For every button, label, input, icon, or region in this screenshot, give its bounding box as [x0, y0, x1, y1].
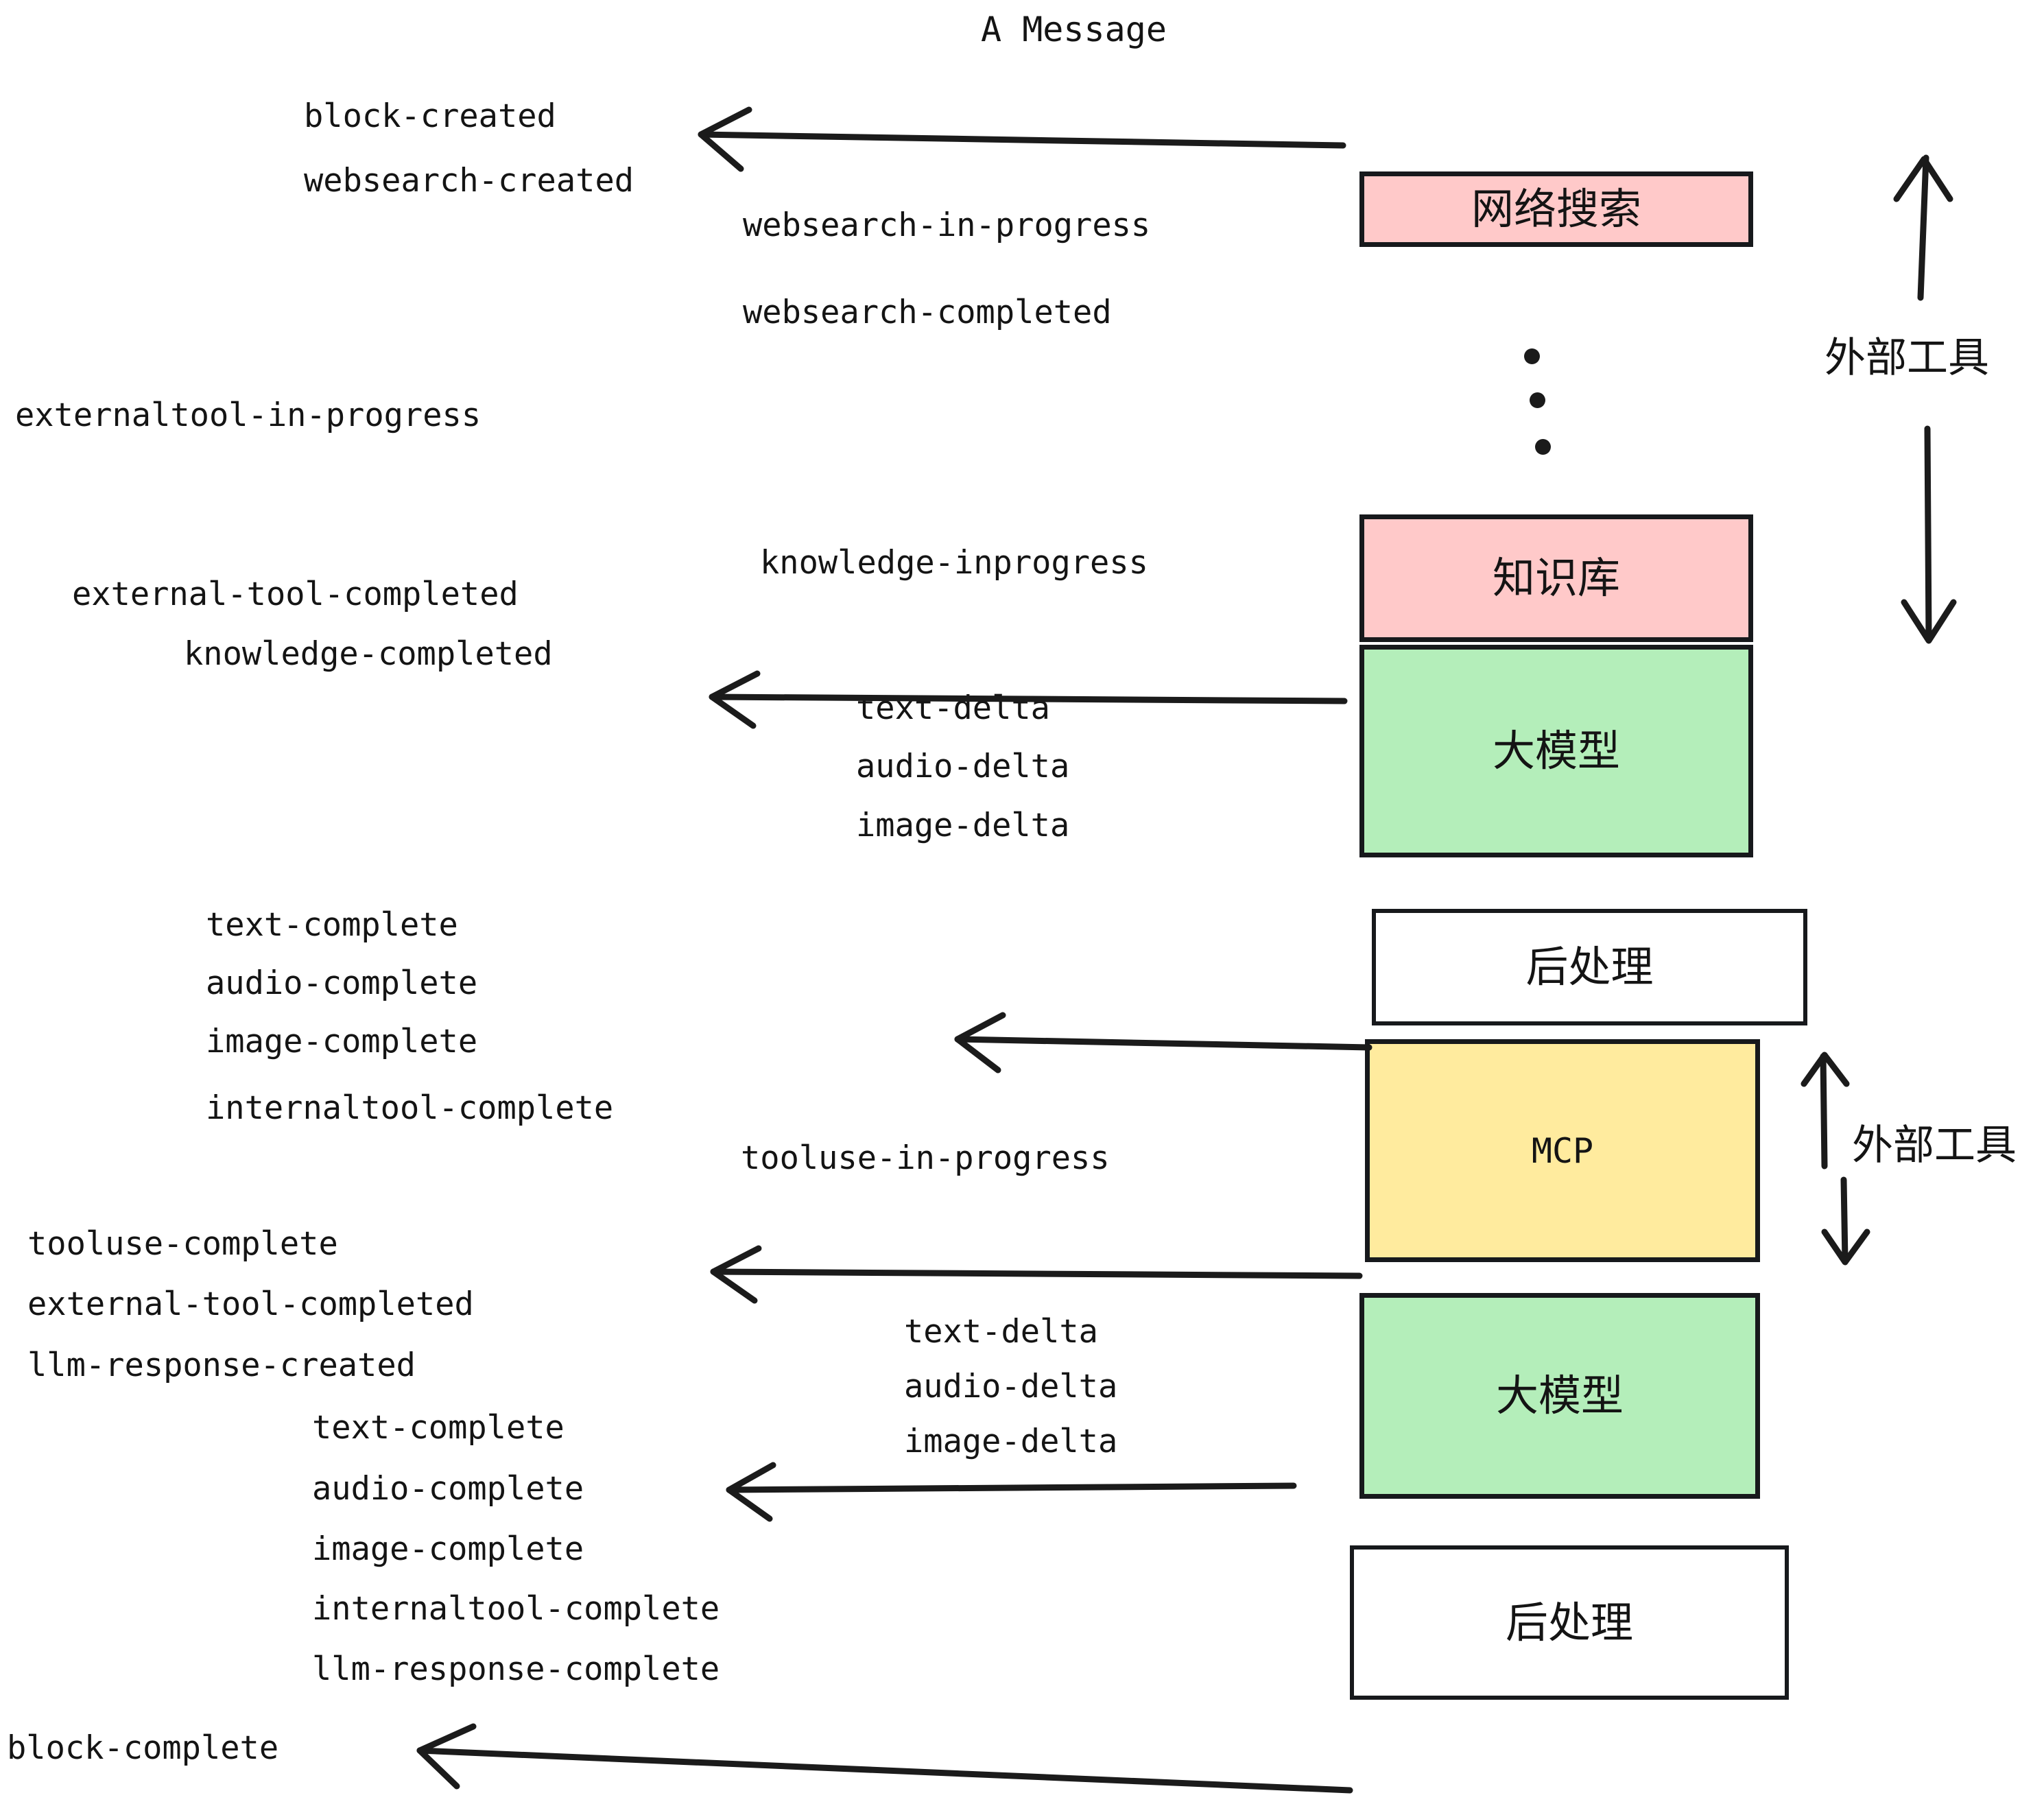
- event-image-complete-2: image-complete: [312, 1530, 584, 1568]
- arrow-tooluse-complete: [710, 1245, 1363, 1304]
- event-audio-complete-2: audio-complete: [312, 1470, 584, 1508]
- event-llm-response-created: llm-response-created: [27, 1346, 416, 1384]
- box-knowledge[interactable]: 知识库: [1359, 514, 1753, 642]
- box-post-bottom[interactable]: 后处理: [1350, 1545, 1789, 1700]
- event-block-complete: block-complete: [7, 1729, 279, 1767]
- box-llm-top-label: 大模型: [1492, 726, 1620, 776]
- event-knowledge-inprogress: knowledge-inprogress: [760, 544, 1148, 582]
- event-text-delta-1: text-delta: [856, 689, 1050, 727]
- event-tooluse-complete: tooluse-complete: [27, 1225, 338, 1263]
- arrow-external-tools-top-up: [1893, 154, 1953, 301]
- event-websearch-created: websearch-created: [304, 162, 634, 200]
- diagram-title: A Message: [981, 10, 1167, 49]
- event-image-complete-1: image-complete: [206, 1023, 478, 1060]
- arrow-block-created: [698, 106, 1346, 172]
- arrow-image-complete: [954, 1012, 1372, 1073]
- box-websearch[interactable]: 网络搜索: [1359, 171, 1753, 247]
- event-external-tool-completed-1: external-tool-completed: [72, 575, 519, 613]
- event-knowledge-completed: knowledge-completed: [184, 635, 553, 673]
- arrow-block-complete: [416, 1723, 1353, 1794]
- event-external-tool-completed-2: external-tool-completed: [27, 1285, 474, 1323]
- box-mcp[interactable]: MCP: [1365, 1039, 1760, 1262]
- box-post-top[interactable]: 后处理: [1372, 909, 1807, 1025]
- event-externaltool-in-progress: externaltool-in-progress: [15, 396, 482, 434]
- event-internaltool-complete-2: internaltool-complete: [312, 1590, 720, 1628]
- event-block-created: block-created: [304, 97, 556, 135]
- event-llm-response-complete: llm-response-complete: [312, 1650, 720, 1688]
- side-label-external-tools-bottom: 外部工具: [1852, 1121, 2017, 1170]
- event-image-delta-1: image-delta: [856, 807, 1070, 844]
- event-image-delta-2: image-delta: [904, 1423, 1118, 1460]
- box-post-bottom-label: 后处理: [1505, 1597, 1633, 1648]
- box-llm-top[interactable]: 大模型: [1359, 645, 1753, 857]
- box-post-top-label: 后处理: [1525, 942, 1654, 992]
- event-internaltool-complete-1: internaltool-complete: [206, 1089, 614, 1127]
- event-text-complete-2: text-complete: [312, 1409, 565, 1447]
- box-websearch-label: 网络搜索: [1471, 184, 1641, 234]
- vertical-ellipsis-dot-3: [1535, 439, 1551, 455]
- box-llm-bottom[interactable]: 大模型: [1359, 1293, 1760, 1499]
- event-tooluse-in-progress: tooluse-in-progress: [741, 1139, 1110, 1177]
- arrow-external-tools-top-down: [1901, 425, 1957, 644]
- arrow-audio-complete: [726, 1462, 1297, 1522]
- arrow-external-tools-bottom-up: [1801, 1052, 1850, 1170]
- arrow-external-tools-bottom-down: [1821, 1176, 1870, 1266]
- side-label-external-tools-top: 外部工具: [1825, 334, 1989, 382]
- event-audio-delta-2: audio-delta: [904, 1368, 1118, 1405]
- event-text-complete-1: text-complete: [206, 906, 458, 944]
- event-websearch-completed: websearch-completed: [743, 294, 1112, 331]
- vertical-ellipsis-dot-2: [1530, 392, 1545, 408]
- box-mcp-label: MCP: [1531, 1130, 1594, 1171]
- box-knowledge-label: 知识库: [1492, 553, 1620, 603]
- event-audio-complete-1: audio-complete: [206, 964, 478, 1002]
- event-websearch-in-progress: websearch-in-progress: [743, 206, 1151, 244]
- vertical-ellipsis-dot-1: [1524, 348, 1540, 364]
- event-audio-delta-1: audio-delta: [856, 748, 1070, 785]
- event-text-delta-2: text-delta: [904, 1313, 1098, 1351]
- box-llm-bottom-label: 大模型: [1495, 1370, 1624, 1421]
